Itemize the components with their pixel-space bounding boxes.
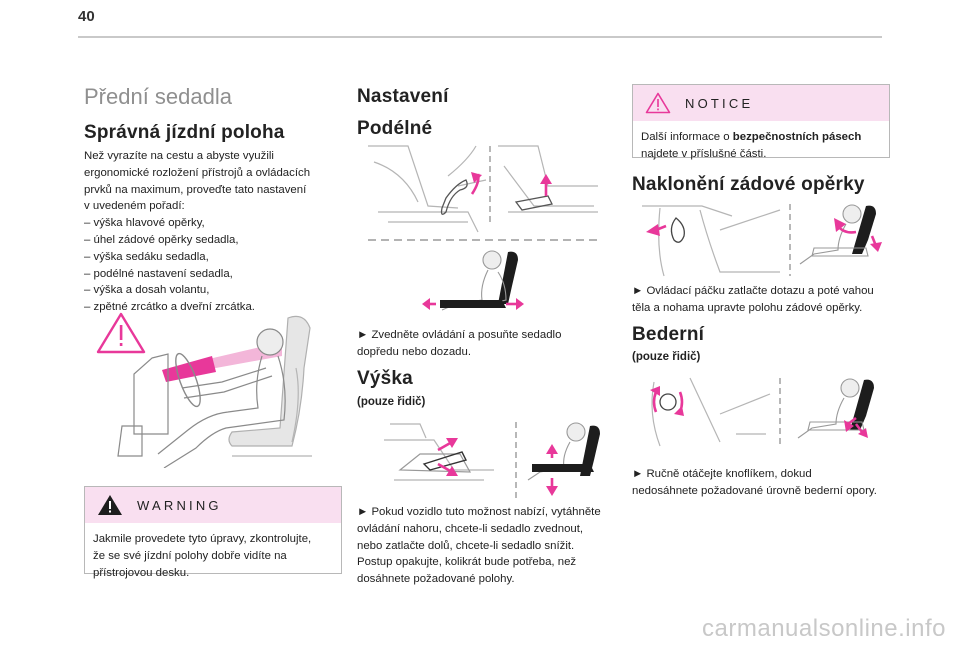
intro-line: v uvedeném pořadí: bbox=[84, 200, 185, 213]
watermark: carmanualsonline.info bbox=[702, 615, 946, 642]
warning-line: přístrojovou desku. bbox=[93, 566, 190, 579]
longitudinal-seat-figure bbox=[422, 250, 524, 311]
subheading-longitudinal: Podélné bbox=[357, 118, 433, 139]
instruction-line: ► Zvedněte ovládání a posuňte sedadlo bbox=[357, 329, 562, 341]
instruction-line: ► Pokud vozidlo tuto možnost nabízí, vyt… bbox=[357, 506, 601, 518]
list-item: – zpětné zrcátko a dveřní zrcátka. bbox=[84, 301, 255, 314]
lumbar-instructions: ► Ručně otáčejte knoflíkem, dokud nedosá… bbox=[632, 466, 894, 500]
instruction-line: Postup opakujte, kolikrát bude potřeba, … bbox=[357, 556, 577, 569]
caution-triangle-icon bbox=[96, 312, 146, 354]
driver-posture-illustration bbox=[96, 312, 312, 468]
intro-line: Než vyrazíte na cestu a abyste využili bbox=[84, 150, 274, 162]
notice-text: Další informace o bezpečnostních pásech … bbox=[633, 121, 889, 171]
warning-label: WARNING bbox=[137, 497, 222, 513]
lumbar-illustration bbox=[650, 377, 874, 447]
section-heading-driving-position: Správná jízdní poloha bbox=[84, 122, 285, 143]
list-item: – úhel zádové opěrky sedadla, bbox=[84, 233, 239, 246]
header-rule bbox=[78, 36, 882, 38]
page-number: 40 bbox=[78, 8, 95, 25]
height-adjust-illustration bbox=[384, 422, 600, 498]
notice-line: Další informace o bezpečnostních pásech bbox=[641, 129, 881, 146]
instruction-line: ► Ručně otáčejte knoflíkem, dokud bbox=[632, 468, 812, 480]
instruction-line: ovládání nahoru, chcete-li sedadlo zvedn… bbox=[357, 522, 584, 535]
lumbar-driver-only-note: (pouze řidič) bbox=[632, 351, 701, 363]
list-item: – výška sedáku sedadla, bbox=[84, 250, 209, 263]
longitudinal-seat-lever-illustration bbox=[368, 145, 602, 241]
backrest-tilt-illustration bbox=[642, 204, 882, 277]
intro-line: prvků na maximum, proveďte tato nastaven… bbox=[84, 183, 307, 196]
instruction-line: nedosáhnete požadované úrovně bederní op… bbox=[632, 484, 877, 497]
subheading-height: Výška bbox=[357, 368, 413, 389]
section-heading-backrest-tilt: Naklonění zádové opěrky bbox=[632, 174, 865, 195]
notice-text-pre: Další informace o bbox=[641, 131, 733, 143]
notice-header: NOTICE bbox=[633, 85, 889, 121]
instruction-line: těla a nohama upravte polohu zádové opěr… bbox=[632, 301, 863, 314]
section-heading-lumbar: Bederní bbox=[632, 324, 705, 345]
intro-line: ergonomické rozložení přístrojů a ovláda… bbox=[84, 166, 311, 179]
list-item: – výška hlavové opěrky, bbox=[84, 217, 205, 230]
list-item: – výška a dosah volantu, bbox=[84, 284, 210, 297]
warning-header: WARNING bbox=[85, 487, 341, 523]
height-driver-only-note: (pouze řidič) bbox=[357, 396, 426, 408]
warning-text: Jakmile provedete tyto úpravy, zkontrolu… bbox=[85, 523, 341, 589]
driving-position-intro: Než vyrazíte na cestu a abyste využili e… bbox=[84, 148, 346, 316]
notice-label: NOTICE bbox=[685, 95, 754, 111]
instruction-line: dopředu nebo dozadu. bbox=[357, 345, 472, 358]
notice-line: najdete v příslušné části. bbox=[641, 147, 767, 160]
warning-line: Jakmile provedete tyto úpravy, zkontrolu… bbox=[93, 533, 312, 545]
warning-box: WARNING Jakmile provedete tyto úpravy, z… bbox=[84, 486, 342, 579]
warning-triangle-icon bbox=[98, 495, 122, 515]
section-heading-adjustments: Nastavení bbox=[357, 86, 449, 107]
backrest-instructions: ► Ovládací páčku zatlačte dotazu a poté … bbox=[632, 283, 894, 317]
list-item: – podélné nastavení sedadla, bbox=[84, 267, 233, 280]
notice-text-bold: bezpečnostních pásech bbox=[732, 131, 862, 143]
notice-triangle-icon bbox=[645, 92, 671, 114]
chapter-title: Přední sedadla bbox=[84, 84, 232, 109]
warning-line: že se své jízdní polohy dobře vidíte na bbox=[93, 549, 287, 562]
instruction-line: dosáhnete požadované polohy. bbox=[357, 573, 515, 586]
instruction-line: nebo zatlačte dolů, chcete-li sedadlo sn… bbox=[357, 539, 575, 552]
notice-box: NOTICE Další informace o bezpečnostních … bbox=[632, 84, 890, 160]
longitudinal-instructions: ► Zvedněte ovládání a posuňte sedadlo do… bbox=[357, 327, 619, 361]
instruction-line: ► Ovládací páčku zatlačte dotazu a poté … bbox=[632, 285, 874, 297]
height-instructions: ► Pokud vozidlo tuto možnost nabízí, vyt… bbox=[357, 504, 619, 588]
